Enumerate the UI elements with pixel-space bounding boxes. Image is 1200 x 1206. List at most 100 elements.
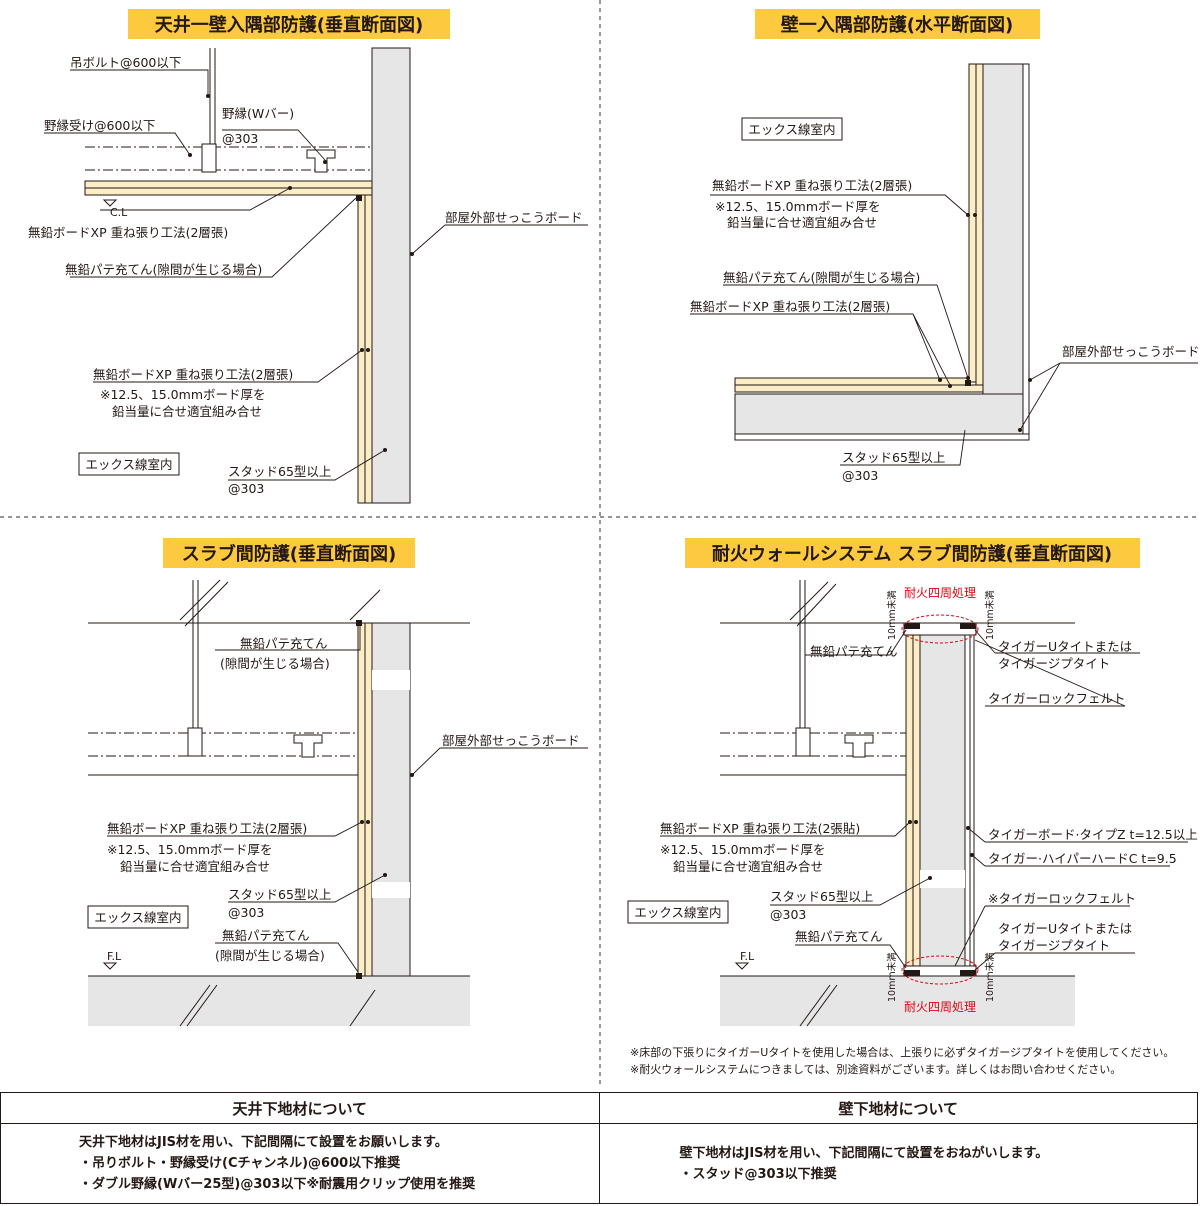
board-b-label: 無鉛ボードXP 重ね張り工法(2層張) (690, 299, 890, 314)
fl-label: F.L (107, 950, 122, 963)
note2: 鉛当量に合せ適宜組み合せ (112, 404, 262, 419)
wall-core (919, 634, 966, 977)
panel2-title-bg (755, 9, 1040, 39)
wbar-profile (293, 734, 323, 758)
note1: ※12.5、15.0mmボード厚を (715, 199, 881, 214)
panel4-title-bg (685, 538, 1140, 568)
gap-label-top-left: 10mm未満 (886, 590, 898, 640)
leader-putty-bottom (795, 944, 907, 969)
xp-board-2 (364, 622, 373, 977)
xp-board-1 (905, 634, 914, 977)
ceiling-line-2: ・吊りボルト・野縁受け(Cチャンネル)@600以下推奨 (79, 1156, 401, 1171)
gypsum-wall-h (734, 393, 1026, 435)
fl-triangle-icon (734, 962, 750, 970)
room-box (87, 905, 189, 929)
wall-notes-header: 壁下地材について (599, 1093, 1197, 1124)
leader-board-b (690, 313, 951, 386)
leader-board (107, 821, 363, 837)
leader-board (660, 821, 911, 837)
panel3-title-bg (163, 538, 415, 568)
xp-board-1 (357, 622, 366, 977)
panel4-title: 耐火ウォールシステム スラブ間防護(垂直断面図) (712, 543, 1112, 565)
room-label: エックス線室内 (634, 905, 721, 920)
gypsum-wall-v (982, 63, 1024, 395)
panel2-title: 壁一入隅部防護(水平断面図) (781, 14, 1013, 36)
putty-top-label: 無鉛パテ充てん (240, 636, 328, 651)
putty-bottom-label: 無鉛パテ充てん (222, 928, 310, 943)
footnote-1: ※床部の下張りにタイガーUタイトを使用した場合は、上張りに必ずタイガージプタイト… (630, 1045, 1174, 1059)
xp-board-v1 (968, 63, 977, 383)
xp-board-v2 (975, 63, 984, 391)
utite-top-2: タイガージプタイト (998, 656, 1110, 671)
rockfelt-note: ※タイガーロックフェルト (988, 891, 1136, 906)
room-box (627, 900, 729, 924)
leader-gypsum (411, 224, 588, 255)
xp-board-h1 (734, 377, 970, 386)
cl-triangle-icon (102, 199, 118, 207)
panel-fire-wall: 耐火ウォールシステム スラブ間防護(垂直断面図) (627, 538, 1198, 1076)
room-label: エックス線室内 (748, 122, 835, 137)
gypsum-label: 部屋外部せっこうボード (1062, 344, 1200, 359)
stud-label: スタッド65型以上 (228, 464, 331, 479)
gap-label-bottom-left: 10mm未満 (886, 952, 898, 1002)
ceiling-board-2 (84, 187, 373, 196)
ceiling-notes: 天井下地材について 天井下地材はJIS材を用い、下記間隔にて設置をお願いします。… (1, 1093, 599, 1203)
utite-top-1: タイガーUタイトまたは (998, 639, 1132, 654)
wbar-pitch: @303 (222, 131, 258, 146)
stud-label: スタッド65型以上 (842, 450, 945, 465)
panel-slab-protection: スラブ間防護(垂直断面図) (87, 538, 588, 1027)
stud-pitch: @303 (842, 468, 878, 483)
putty-label: 無鉛パテ充てん(隙間が生じる場合) (65, 262, 262, 277)
leader-putty-bottom (215, 942, 359, 973)
ceiling-notes-header: 天井下地材について (1, 1093, 599, 1124)
wbar-profile (306, 149, 336, 173)
ceiling-line-1: 天井下地材はJIS材を用い、下記間隔にて設置をお願いします。 (79, 1135, 448, 1150)
putty-bottom-note: (隙間が生じる場合) (215, 948, 325, 963)
hanger-clip (187, 727, 203, 757)
putty-top-note: (隙間が生じる場合) (220, 656, 330, 671)
hanger-clip (201, 143, 217, 173)
typez-label: タイガーボード·タイプZ t=12.5以上 (988, 827, 1198, 842)
board-wall-label: 無鉛ボードXP 重ね張り工法(2層張) (93, 367, 293, 382)
wall-line-2: ・スタッド@303以下推奨 (679, 1166, 837, 1182)
leader-rockfelt-note (954, 905, 1130, 967)
construction-diagram: 天井一壁入隅部防護(垂直断面図) (0, 0, 1200, 1085)
board-ceiling-label: 無鉛ボードXP 重ね張り工法(2層張) (28, 225, 228, 240)
leader-utite-top (974, 629, 1140, 654)
gypsum-board-wall (371, 47, 411, 504)
stud-label: スタッド65型以上 (770, 889, 873, 904)
floor-slab (88, 976, 470, 1026)
wall-notes: 壁下地材について 壁下地材はJIS材を用い、下記間隔にて設置をおねがいします。 … (598, 1093, 1198, 1203)
channel-label: 野縁受け@600以下 (44, 118, 155, 133)
leader-putty (723, 284, 969, 379)
leader-channel (44, 132, 191, 156)
board-label: 無鉛ボードXP 重ね張り工法(2張貼) (660, 821, 860, 836)
cl-label: C.L (110, 206, 128, 219)
fl-label: F.L (740, 950, 755, 963)
leader-hyper (971, 854, 1170, 867)
wbar-profile (844, 734, 874, 758)
stud-pitch: @303 (228, 905, 264, 920)
leader-putty-top (805, 629, 907, 656)
putty-top-label: 無鉛パテ充てん (810, 644, 898, 659)
hanger-clip (795, 727, 811, 757)
gap-label-bottom-right: 10mm未満 (984, 952, 996, 1002)
leader-typez (967, 827, 1188, 843)
putty-top (356, 620, 362, 626)
note1: ※12.5、15.0mmボード厚を (107, 842, 273, 857)
panel1-title: 天井一壁入隅部防護(垂直断面図) (155, 14, 423, 36)
leader-stud (770, 877, 931, 906)
room-label: エックス線室内 (85, 457, 172, 472)
panel-dividers (0, 0, 1200, 1085)
xp-board-2 (912, 634, 921, 977)
leader-wbar (222, 129, 326, 161)
wall-notes-body: 壁下地材はJIS材を用い、下記間隔にて設置をおねがいします。 ・スタッド@303… (600, 1124, 1198, 1203)
footnote-2: ※耐火ウォールシステムにつきましては、別途資料がございます。詳しくはお問い合わせ… (630, 1062, 1121, 1076)
leader-utite-bottom (974, 952, 1135, 971)
xp-board-h2 (734, 384, 984, 393)
putty-mark (965, 380, 971, 386)
wbar-label: 野縁(Wバー) (222, 106, 294, 121)
room-box (741, 117, 843, 141)
room-box (78, 452, 180, 476)
notes-table: 天井下地材について 天井下地材はJIS材を用い、下記間隔にて設置をお願いします。… (0, 1092, 1198, 1204)
